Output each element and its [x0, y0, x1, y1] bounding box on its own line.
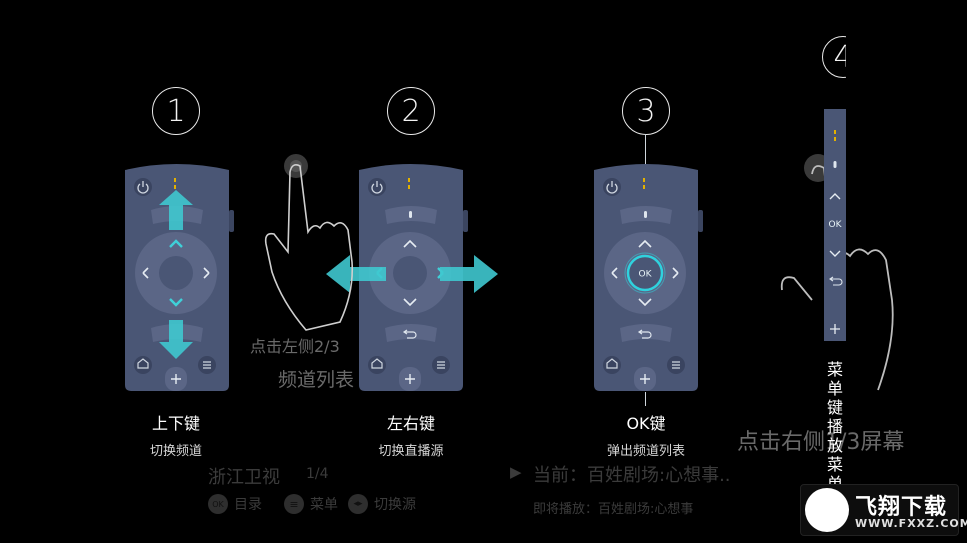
hand-pointer-right-icon [780, 154, 894, 391]
hint-right-text: 点击右侧1/3屏幕 [737, 430, 905, 455]
legend-ok-label: 目录 [234, 497, 262, 513]
legend-switch: ◂▸ 切换源 [348, 494, 416, 514]
remote-step-2 [355, 160, 468, 392]
right-arrow-glow [440, 255, 498, 293]
step-2-number: 2 [387, 87, 435, 135]
legend-menu: ≡ 菜单 [284, 494, 338, 514]
menu-circle-icon: ≡ [284, 494, 304, 514]
legend-switch-label: 切换源 [374, 497, 416, 513]
step-3-title: OK键 [626, 414, 666, 433]
next-playing-text: 即将播放：百姓剧场:心想事 [533, 502, 694, 517]
step-1-number: 1 [152, 87, 200, 135]
legend-ok: OK 目录 [208, 494, 262, 514]
logo-url: WWW.FXXZ.COM [855, 517, 967, 530]
channel-page: 1/4 [306, 466, 329, 482]
step-4-title: 菜单键播放菜单 [826, 360, 843, 493]
step-2-sub: 切换直播源 [378, 444, 444, 459]
watermark-logo: 飞翔下载 WWW.FXXZ.COM [800, 484, 967, 536]
hand-pointer-icon [264, 154, 354, 331]
logo-brand: 飞翔下载 [855, 495, 948, 520]
step-1-title: 上下键 [151, 414, 200, 433]
channel-name: 浙江卫视 [208, 467, 280, 488]
step-3-connector-bottom [645, 392, 646, 406]
step-1-sub: 切换频道 [149, 444, 202, 459]
remote-step-3: OK [590, 160, 703, 392]
now-playing-text: 当前：百姓剧场:心想事.. [533, 465, 731, 486]
strip-ok-label: OK [828, 220, 842, 230]
hint-left-subtext: 频道列表 [278, 369, 355, 391]
step-4-number: 4 [822, 36, 846, 78]
logo-icon [805, 488, 849, 532]
left-arrow-glow [326, 255, 386, 293]
arrows-circle-icon: ◂▸ [348, 494, 368, 514]
now-playing-icon: ▶ [510, 463, 522, 481]
step-2-title: 左右键 [386, 414, 435, 433]
step-3-sub: 弹出频道列表 [606, 444, 685, 459]
remote-step-1 [121, 160, 234, 392]
step-3-number: 3 [622, 87, 670, 135]
hint-left-text: 点击左侧2/3 [250, 337, 340, 356]
legend-menu-label: 菜单 [310, 497, 338, 513]
ok-button-label: OK [639, 270, 653, 280]
menu-strip: OK [824, 109, 846, 341]
ok-circle-icon: OK [208, 494, 228, 514]
